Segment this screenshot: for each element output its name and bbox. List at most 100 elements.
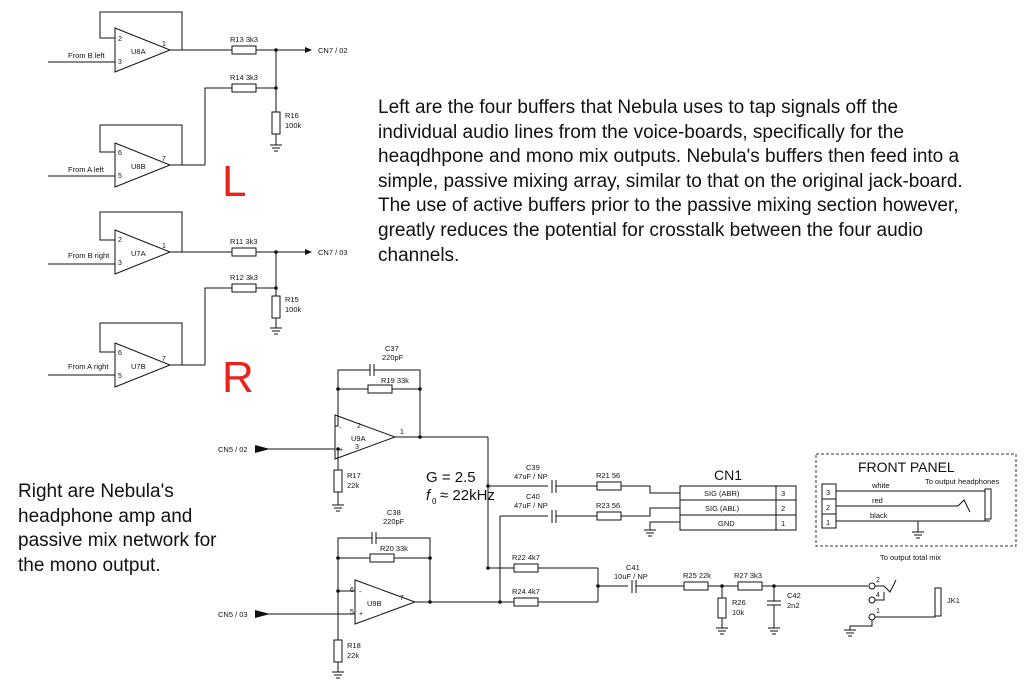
jack-pin: 4	[876, 592, 880, 599]
svg-text:-: -	[359, 589, 362, 596]
resistor-r13	[231, 45, 257, 55]
output-cn7-03: CN7 / 03	[318, 248, 348, 257]
cutoff-symbol: f	[426, 487, 432, 504]
resistor-r26	[717, 597, 727, 619]
jack-pin: 2	[876, 577, 880, 584]
input-label: From B left	[68, 51, 106, 60]
r18-value: 22k	[347, 651, 359, 660]
opamp-u8b-label: U8B	[131, 162, 146, 171]
arrow-icon	[305, 47, 312, 53]
description-buffers: Left are the four buffers that Nebula us…	[378, 97, 963, 266]
c41-value: 10uF / NP	[614, 572, 648, 581]
resistor-r12	[231, 283, 257, 293]
r15-value: 100k	[285, 305, 302, 314]
resistor-r24	[513, 597, 539, 607]
opamp-u7b-label: U7B	[131, 362, 146, 371]
opamp-u9b-label: U9B	[367, 599, 382, 608]
r17-value: 22k	[347, 481, 359, 490]
resistor-r25	[683, 581, 709, 591]
resistor-r14	[231, 83, 257, 93]
r16-name: R16	[285, 111, 299, 120]
c40-value: 47uF / NP	[514, 501, 548, 510]
pin-label: 1	[162, 243, 166, 250]
resistor-r16	[271, 111, 281, 135]
r22-label: R22 4k7	[512, 553, 540, 562]
cn1-row-pin: 2	[781, 504, 785, 513]
pin-label: 5	[350, 609, 354, 616]
connector-cn1	[679, 485, 797, 531]
r23-label: R23 56	[596, 501, 620, 510]
resistor-r21	[596, 481, 622, 491]
output-cn7-02: CN7 / 02	[318, 46, 348, 55]
mono-jack-icon	[934, 587, 942, 617]
r24-label: R24 4k7	[512, 587, 540, 596]
cn1-title: CN1	[714, 467, 742, 483]
cn1-row-pin: 3	[781, 489, 785, 498]
pin-label: 6	[118, 150, 122, 157]
buffer-u7a: U7A 2 3 1 From B right	[48, 211, 232, 275]
buffer-u8a: U8A 2 3 1 From B left	[48, 11, 232, 73]
r18-name: R18	[347, 641, 361, 650]
resistor-r11	[231, 247, 257, 257]
to-output-total-mix: To output total mix	[880, 553, 941, 562]
r13-label: R13 3k3	[230, 35, 258, 44]
pin-label: 2	[118, 237, 122, 244]
cutoff-sub: 0	[432, 497, 437, 506]
cn1-row-label: SIG (ABL)	[705, 504, 740, 513]
r19-label: R19 33k	[381, 376, 409, 385]
resistor-r18	[333, 639, 343, 663]
opamp-u9a	[334, 414, 397, 460]
c42-name: C42	[787, 591, 801, 600]
to-output-headphones: To output headphones	[925, 477, 999, 486]
headphone-jack-icon	[984, 488, 992, 520]
front-panel-title: FRONT PANEL	[858, 459, 955, 475]
resistor-r19	[367, 384, 393, 394]
input-label: From A right	[68, 362, 109, 371]
jk1-label: JK1	[947, 596, 960, 605]
pin-label: 7	[400, 595, 404, 602]
opamp-u7a	[114, 229, 172, 275]
wire-label-black: black	[870, 511, 888, 520]
c39-name: C39	[526, 463, 540, 472]
c40-name: C40	[526, 492, 540, 501]
opamp-u9a-label: U9A	[351, 434, 366, 443]
r17-name: R17	[347, 471, 361, 480]
r27-label: R27 3k3	[734, 571, 762, 580]
pin-label: 7	[162, 156, 166, 163]
c38-name: C38	[387, 508, 401, 517]
input-arrow-icon	[255, 445, 270, 453]
opamp-u8a	[114, 27, 172, 73]
resistor-r20	[369, 553, 395, 563]
c42-value: 2n2	[787, 601, 800, 610]
resistor-r22	[513, 563, 539, 573]
pin-label: 7	[162, 356, 166, 363]
front-panel-pin: 2	[826, 503, 830, 512]
input-cn5-03: CN5 / 03	[218, 610, 248, 619]
description-headphone-amp: Right are Nebula's headphone amp and pas…	[18, 481, 217, 576]
wire-label-red: red	[872, 496, 883, 505]
r11-label: R11 3k3	[230, 237, 257, 246]
svg-text:+: +	[339, 447, 343, 454]
c37-name: C37	[385, 344, 399, 353]
c41-name: C41	[626, 563, 640, 572]
input-cn5-02: CN5 / 02	[218, 445, 248, 454]
front-panel-box	[815, 453, 1017, 547]
svg-text:+: +	[359, 611, 363, 618]
buffer-u8b: U8B 6 5 7 From A left	[48, 124, 205, 188]
resistor-r23	[596, 511, 622, 521]
pin-label: 5	[118, 373, 122, 380]
opamp-u9b	[354, 579, 417, 625]
pin-label: 6	[118, 350, 122, 357]
gain-label: G = 2.5	[426, 469, 476, 486]
r20-label: R20 33k	[380, 544, 408, 553]
svg-text:-: -	[339, 425, 342, 432]
r25-label: R25 22k	[683, 571, 711, 580]
pin-label: 1	[400, 429, 404, 436]
opamp-u8a-label: U8A	[131, 47, 146, 56]
opamp-u7b	[114, 342, 172, 388]
r12-label: R12 3k3	[230, 273, 258, 282]
c37-value: 220pF	[382, 353, 404, 362]
opamp-u8b	[114, 142, 172, 188]
front-panel-pin: 3	[826, 488, 830, 497]
